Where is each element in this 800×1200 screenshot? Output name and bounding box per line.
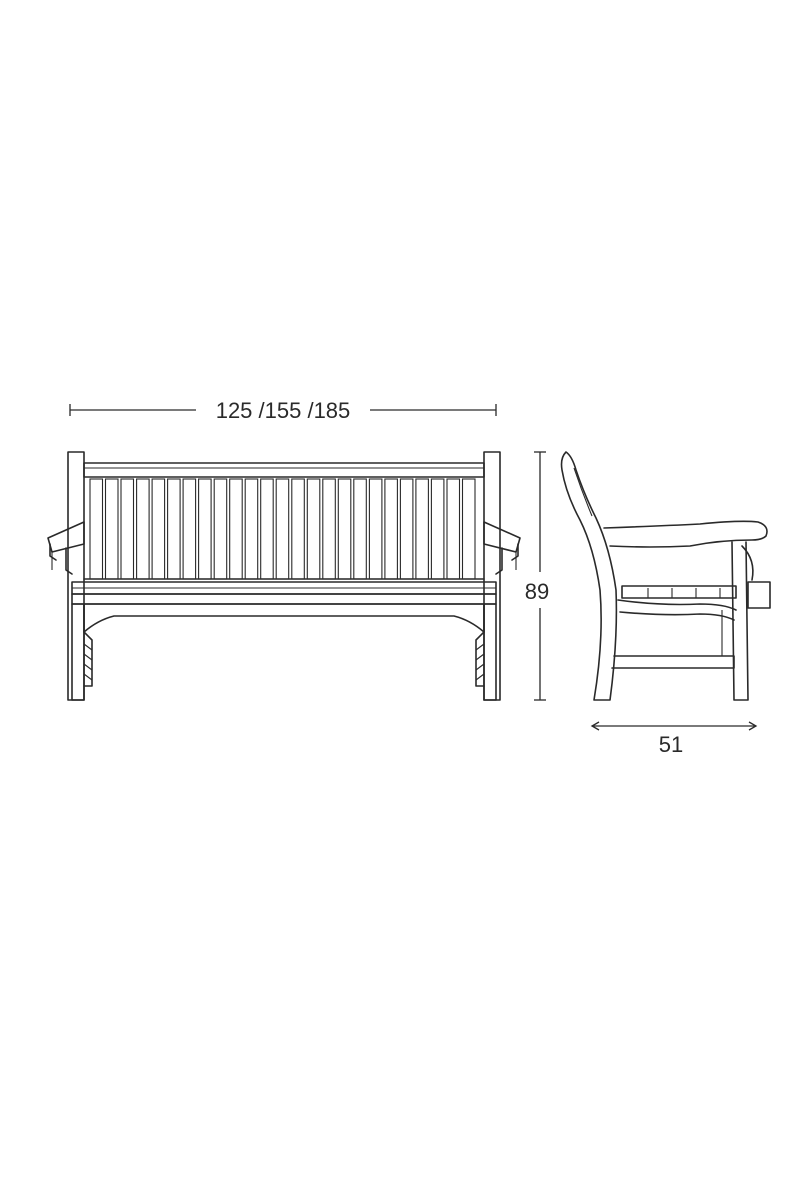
side-front-leg xyxy=(731,541,749,701)
back-slat xyxy=(120,478,135,580)
back-slat xyxy=(244,478,259,580)
side-armrest xyxy=(603,520,768,548)
rear-leg xyxy=(560,451,618,701)
back-slat xyxy=(384,478,398,580)
back-slat xyxy=(260,478,274,580)
back-slat xyxy=(399,478,414,580)
back-slat xyxy=(229,478,243,580)
height-dimension: 89 xyxy=(525,451,549,701)
left-front-leg xyxy=(71,603,93,701)
depth-label: 51 xyxy=(659,732,683,757)
back-slat xyxy=(353,478,367,580)
back-slat xyxy=(275,478,290,580)
depth-dimension: 51 xyxy=(590,721,758,757)
back-slat xyxy=(213,478,228,580)
width-dimension: 125 /155 /185 xyxy=(69,398,497,423)
bench-side-view xyxy=(560,451,771,701)
back-slat xyxy=(446,478,461,580)
seat xyxy=(71,581,497,605)
back-slat xyxy=(322,478,336,580)
back-slat xyxy=(368,478,383,580)
side-seat xyxy=(621,585,737,599)
side-stretcher xyxy=(611,655,735,669)
back-slats xyxy=(89,478,476,580)
height-label: 89 xyxy=(525,579,549,604)
right-armrest xyxy=(483,521,521,575)
back-slat xyxy=(291,478,305,580)
back-slat xyxy=(306,478,321,580)
back-slat xyxy=(198,478,212,580)
back-slat xyxy=(136,478,150,580)
back-slat xyxy=(167,478,181,580)
bench-front-view: 125 /155 /185 xyxy=(47,398,521,701)
back-slat xyxy=(104,478,119,580)
seat-end xyxy=(747,581,771,609)
right-back-post xyxy=(483,451,501,701)
left-back-post xyxy=(67,451,85,701)
back-slat xyxy=(89,478,104,580)
right-front-leg xyxy=(475,603,497,701)
back-slat xyxy=(151,478,166,580)
back-slat xyxy=(415,478,429,580)
front-apron xyxy=(83,603,485,633)
back-slat xyxy=(337,478,352,580)
back-slat xyxy=(461,478,476,580)
width-label: 125 /155 /185 xyxy=(216,398,351,423)
top-back-rail xyxy=(83,462,485,478)
back-slat xyxy=(182,478,197,580)
back-slat xyxy=(430,478,445,580)
left-armrest xyxy=(47,521,85,575)
